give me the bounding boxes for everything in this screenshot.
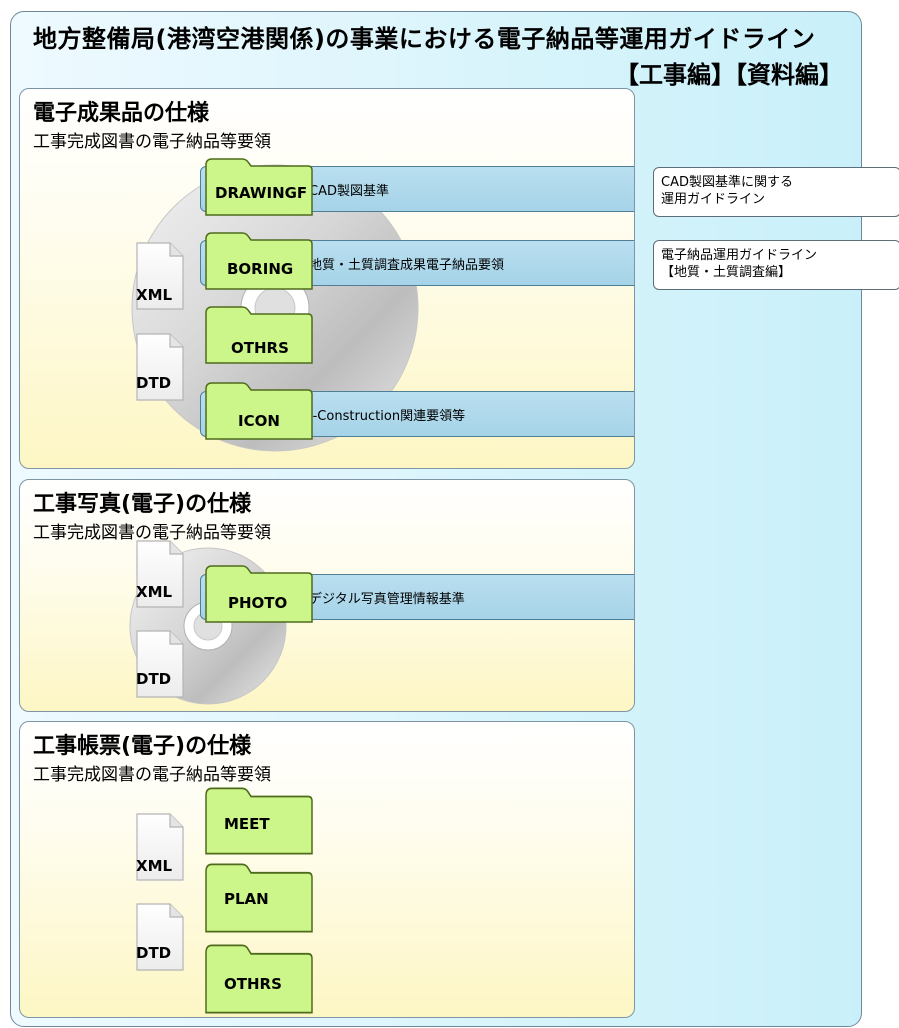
folder-label-plan: PLAN — [224, 890, 269, 908]
folder-label-meet: MEET — [224, 815, 270, 833]
page-subtitle: 【工事編】【資料編】 — [615, 61, 843, 89]
dtd-label: DTD — [136, 944, 172, 962]
section-subtitle: 工事完成図書の電子納品等要領 — [33, 765, 271, 785]
bar-label: i-Construction関連要領等 — [309, 409, 466, 424]
bar-label: CAD製図基準 — [309, 184, 389, 199]
bar-label: デジタル写真管理情報基準 — [309, 592, 465, 607]
section-construction-photos: 工事写真(電子)の仕様 工事完成図書の電子納品等要領 XML DTD デジタル写… — [19, 479, 635, 712]
xml-label: XML — [136, 857, 173, 875]
section-subtitle: 工事完成図書の電子納品等要領 — [33, 132, 271, 152]
bar-label: 地質・土質調査成果電子納品要領 — [309, 258, 505, 273]
dtd-label: DTD — [136, 670, 172, 688]
section-subtitle: 工事完成図書の電子納品等要領 — [33, 523, 271, 543]
folder-label-icon: ICON — [238, 412, 280, 430]
section-title: 電子成果品の仕様 — [33, 101, 210, 126]
folder-label-drawingf: DRAWINGF — [215, 184, 308, 202]
page-title: 地方整備局(港湾空港関係)の事業における電子納品等運用ガイドライン — [33, 25, 816, 53]
folder-label-photo: PHOTO — [228, 594, 288, 612]
xml-label: XML — [136, 583, 173, 601]
section-electronic-deliverables: 電子成果品の仕様 工事完成図書の電子納品等要領 XML DTD CAD製図基準 … — [19, 88, 635, 469]
note-line: 運用ガイドライン — [661, 192, 766, 207]
section-construction-forms: 工事帳票(電子)の仕様 工事完成図書の電子納品等要領 XML DTD MEET … — [19, 721, 635, 1018]
folder-label-othrs: OTHRS — [231, 339, 289, 357]
section-title: 工事帳票(電子)の仕様 — [33, 734, 252, 759]
note-line: 【地質・土質調査編】 — [661, 265, 792, 280]
folder-label-boring: BORING — [227, 260, 294, 278]
xml-label: XML — [136, 286, 173, 304]
folder-icon — [204, 381, 314, 441]
dtd-label: DTD — [136, 374, 172, 392]
note-line: 電子納品運用ガイドライン — [661, 248, 818, 263]
note-cad-guideline: CAD製図基準に関する 運用ガイドライン — [653, 167, 899, 217]
note-line: CAD製図基準に関する — [661, 175, 793, 190]
folder-label-othrs: OTHRS — [224, 975, 282, 993]
note-geology-guideline: 電子納品運用ガイドライン 【地質・土質調査編】 — [653, 240, 899, 290]
section-title: 工事写真(電子)の仕様 — [33, 492, 252, 517]
